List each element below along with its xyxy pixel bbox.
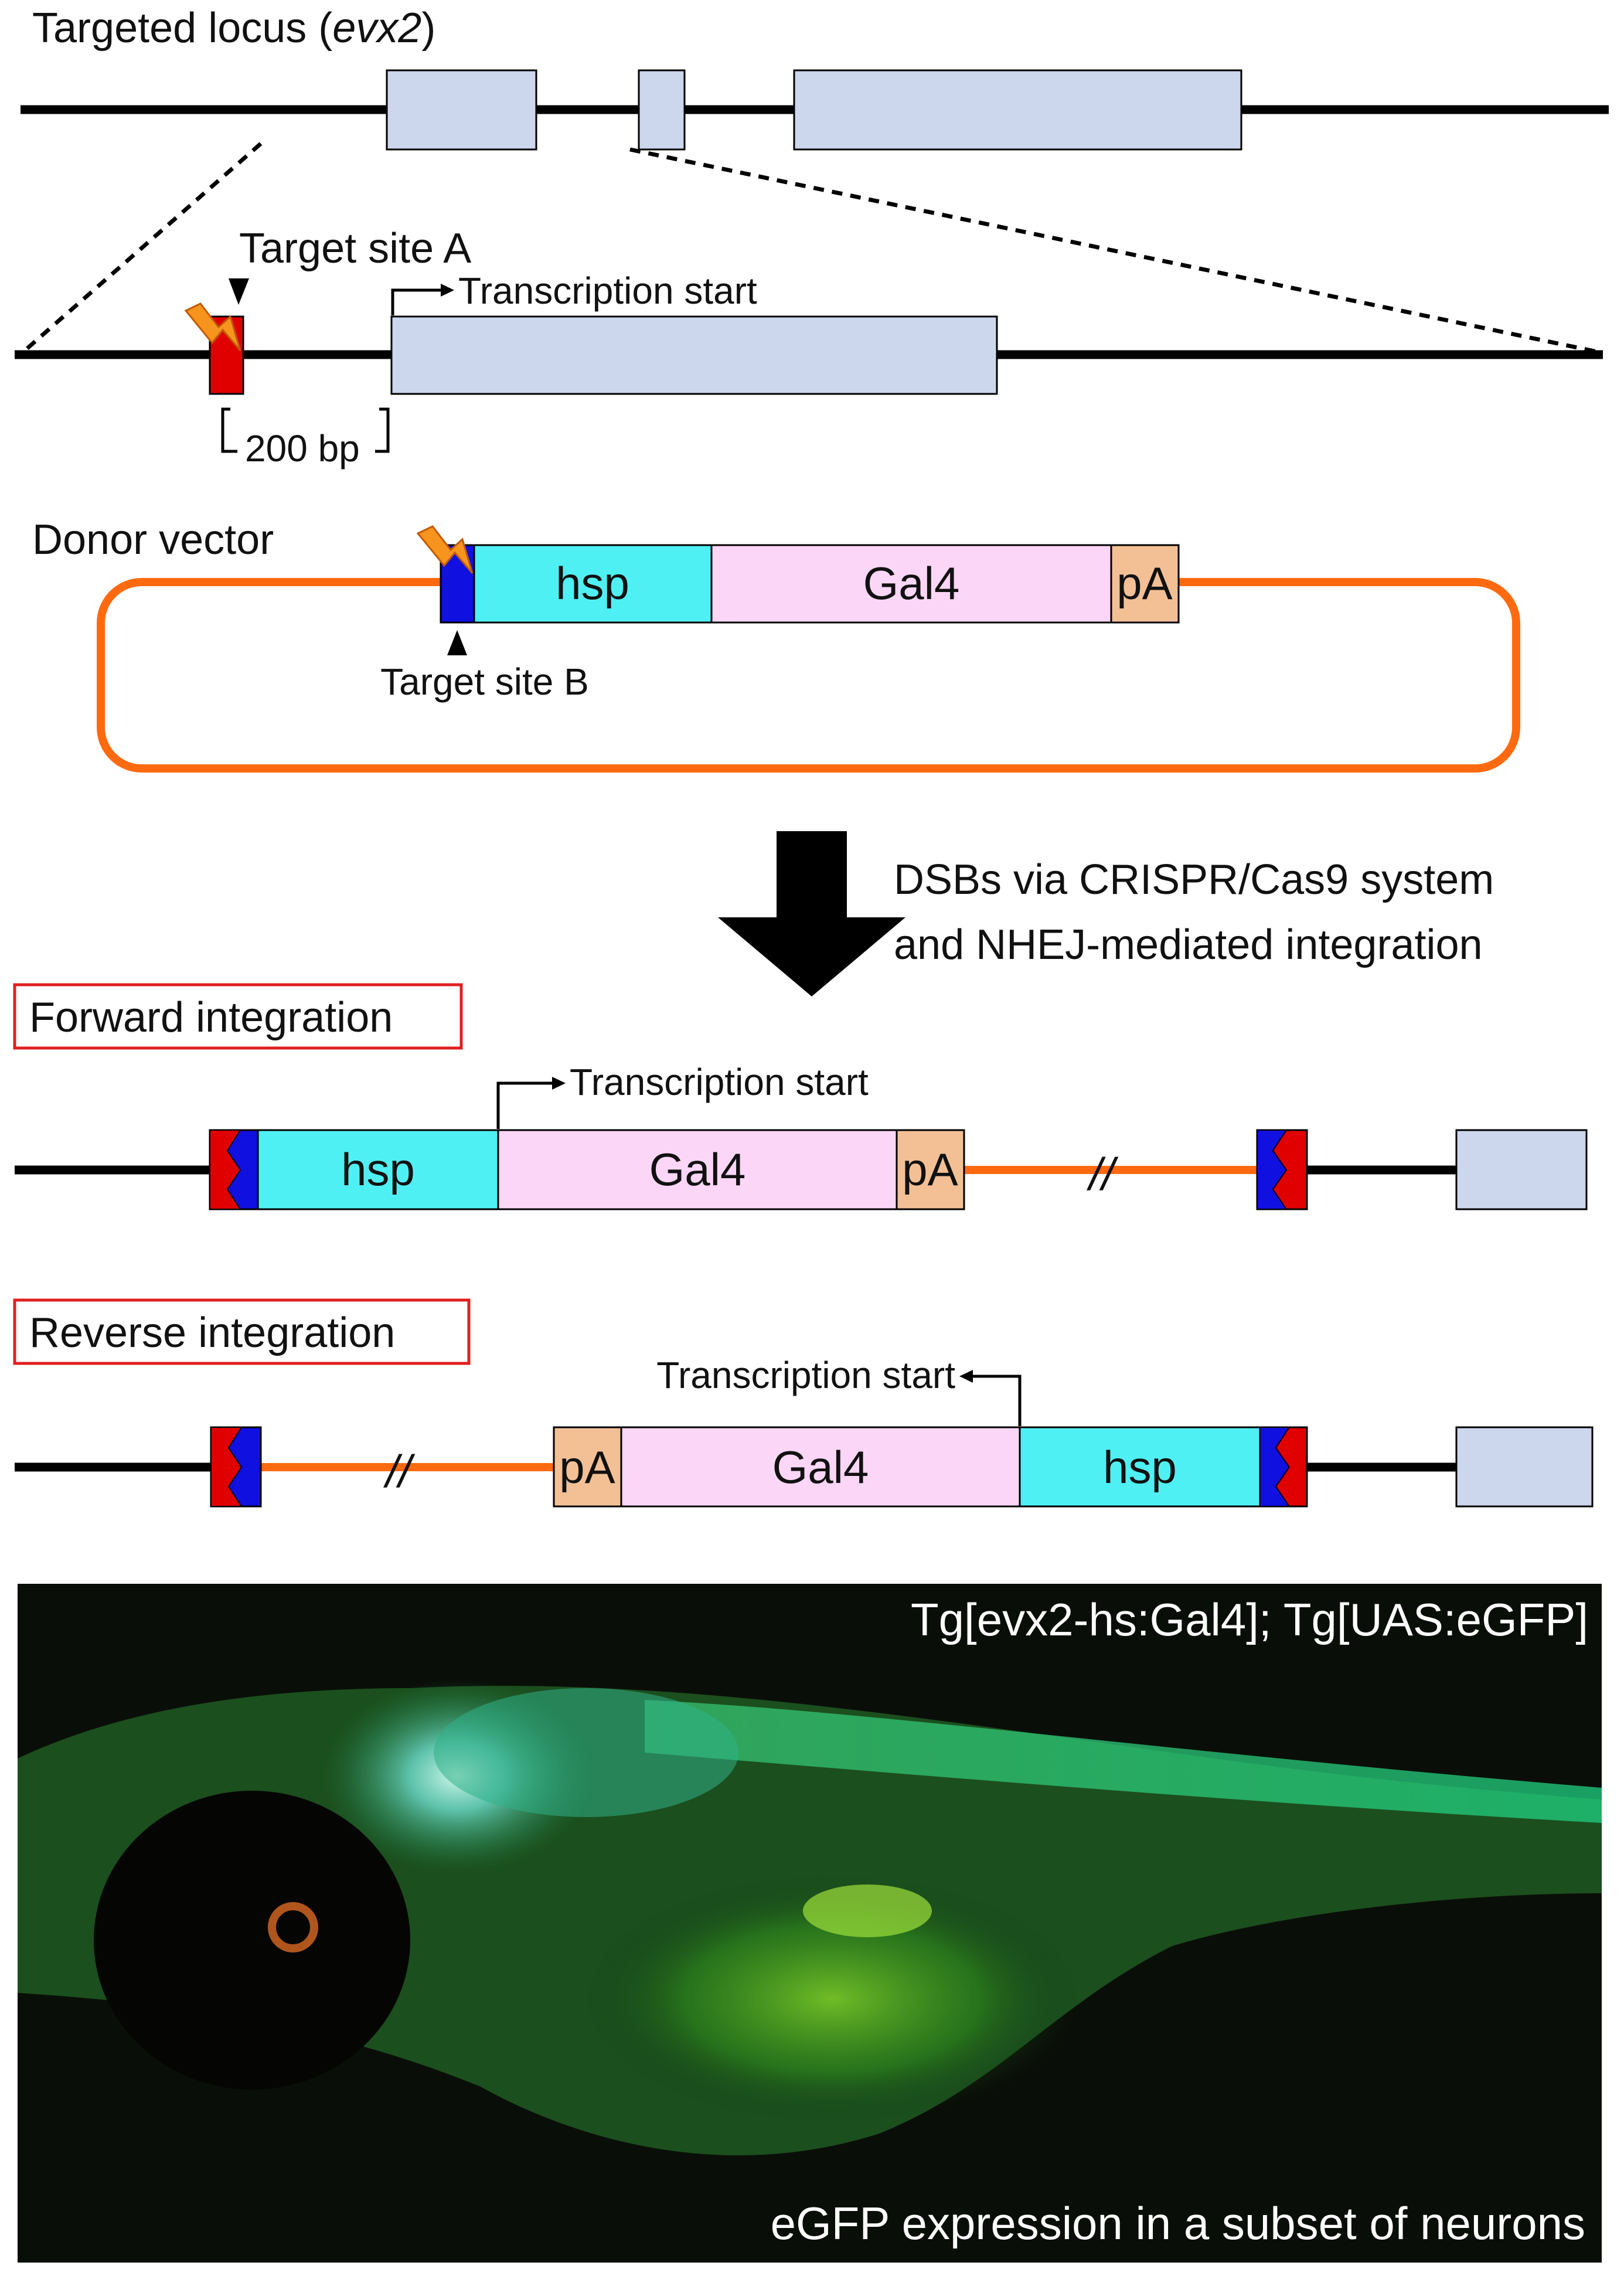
transcription-start-label: Transcription start <box>458 270 757 312</box>
forward-exon <box>1455 1129 1588 1210</box>
exon-3 <box>793 69 1242 151</box>
reverse-pa-label: pA <box>559 1441 615 1493</box>
target-site-b-label: Target site B <box>380 661 589 703</box>
forward-break-mark: // <box>1086 1148 1119 1200</box>
forward-tss-arrowhead-icon <box>552 1077 566 1090</box>
reverse-title: Reverse integration <box>29 1309 395 1356</box>
bracket-left <box>221 407 237 453</box>
spinal-cord-glow <box>645 1700 1602 1823</box>
targeted-locus: Targeted locus (evx2) <box>21 5 1609 151</box>
distance-label: 200 bp <box>245 427 360 470</box>
donor-gal4-block <box>710 544 1112 624</box>
tss-arrow-line <box>391 288 441 315</box>
down-arrow-icon <box>718 831 905 996</box>
reverse-integration: Reverse integration // pA Gal4 hsp Trans… <box>13 1298 1594 1508</box>
reverse-title-box <box>13 1298 471 1365</box>
exon-1 <box>386 69 537 151</box>
photo-genotype-label: Tg[evx2-hs:Gal4]; Tg[UAS:eGFP] <box>911 1594 1588 1645</box>
reverse-pa-block <box>553 1426 622 1508</box>
bracket-right <box>375 407 390 453</box>
forward-title-box <box>13 983 463 1050</box>
reverse-tss-line <box>973 1375 1022 1426</box>
lightning-icon <box>184 302 241 351</box>
donor-pa-label: pA <box>1116 557 1172 609</box>
forward-hsp-block <box>257 1129 499 1210</box>
forward-integration: Forward integration hsp Gal4 pA // Trans… <box>13 983 1588 1210</box>
forward-tss-label: Transcription start <box>570 1061 869 1103</box>
zoomed-region: Target site A Transcription start 200 bp <box>15 225 1603 470</box>
tss-arrowhead-icon <box>441 284 454 297</box>
gut-glow <box>586 1876 1078 2122</box>
forward-gal4-label: Gal4 <box>649 1144 746 1195</box>
target-site-a-arrowhead-icon <box>229 278 249 305</box>
reverse-gal4-block <box>620 1426 1021 1508</box>
reverse-hsp-block <box>1019 1426 1261 1508</box>
forward-pa-label: pA <box>902 1144 958 1195</box>
target-site-b-arrowhead-icon <box>447 630 467 655</box>
eye <box>94 1791 410 2090</box>
lightning-icon <box>416 525 474 574</box>
forward-pa-block <box>896 1129 965 1210</box>
forward-hsp-label: hsp <box>341 1144 415 1195</box>
photo-caption: eGFP expression in a subset of neurons <box>771 2197 1585 2249</box>
arrow-text-line2: and NHEJ-mediated integration <box>894 921 1483 968</box>
zoom-exon <box>390 315 998 395</box>
reverse-junction-2-site-b <box>1259 1427 1291 1507</box>
reverse-tss-arrowhead-icon <box>959 1370 973 1383</box>
donor-gal4-label: Gal4 <box>863 557 960 609</box>
swim-bladder-glow <box>803 1884 932 1937</box>
fluorescence-photo: Tg[evx2-hs:Gal4]; Tg[UAS:eGFP] eGFP expr… <box>18 1584 1602 2263</box>
forward-junction-1-site-a <box>209 1130 241 1210</box>
target-site-a-label: Target site A <box>239 225 471 272</box>
midbrain-glow <box>434 1688 738 1817</box>
reverse-exon <box>1455 1426 1594 1508</box>
forward-tss-line <box>496 1081 552 1129</box>
reverse-gal4-label: Gal4 <box>772 1441 869 1493</box>
donor-pa-block <box>1110 544 1180 624</box>
exon-2 <box>638 69 686 151</box>
forward-title: Forward integration <box>29 994 393 1041</box>
donor-title: Donor vector <box>32 516 274 563</box>
forward-gal4-block <box>497 1129 898 1210</box>
reverse-junction-1-site-a <box>210 1427 243 1507</box>
reverse-hsp-label: hsp <box>1103 1441 1177 1493</box>
reverse-break-mark: // <box>383 1445 416 1497</box>
donor-hsp-label: hsp <box>556 557 629 609</box>
arrow-text-line1: DSBs via CRISPR/Cas9 system <box>894 856 1494 903</box>
forward-junction-2-site-b <box>1257 1130 1288 1210</box>
zoom-line-right <box>629 147 1598 354</box>
zoom-line-left <box>22 142 263 353</box>
donor-vector: Donor vector hsp Gal4 pA Target site B <box>32 516 1520 773</box>
locus-title: Targeted locus (evx2) <box>32 5 435 52</box>
process-arrow: DSBs via CRISPR/Cas9 system and NHEJ-med… <box>718 831 1494 996</box>
reverse-tss-label: Transcription start <box>656 1354 955 1396</box>
eye-reflex <box>268 1902 318 1952</box>
